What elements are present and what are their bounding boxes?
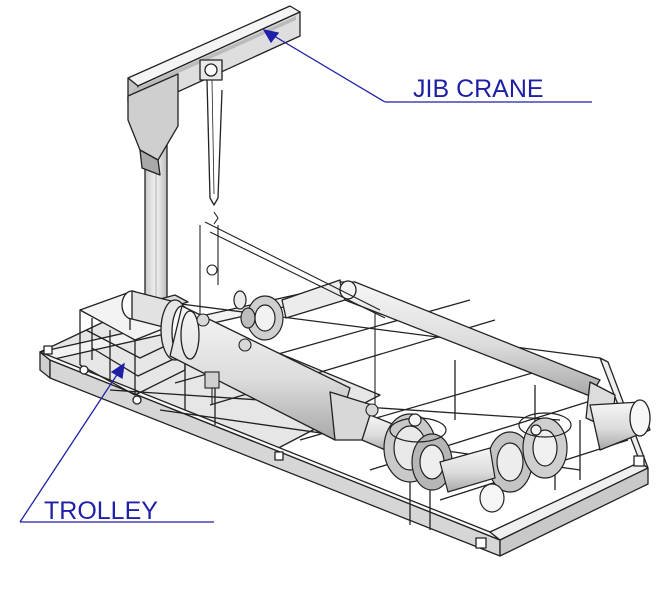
ball-valve-left [233,290,284,341]
trolley-label: TROLLEY [44,497,158,525]
jib-crane-leader [263,29,386,103]
main-pipe [160,299,396,453]
trolley-arrowhead [110,362,125,380]
callout-leaders [19,29,592,523]
jib-crane-arrowhead [262,29,280,44]
jib-crane [127,5,301,314]
jib-crane-label: JIB CRANE [413,75,544,103]
trolley-leader [19,363,125,523]
ball-valve-right [439,412,572,513]
upper-pipe [281,279,651,451]
ball-valve-center [383,413,453,491]
instrument-tubing [196,211,386,417]
